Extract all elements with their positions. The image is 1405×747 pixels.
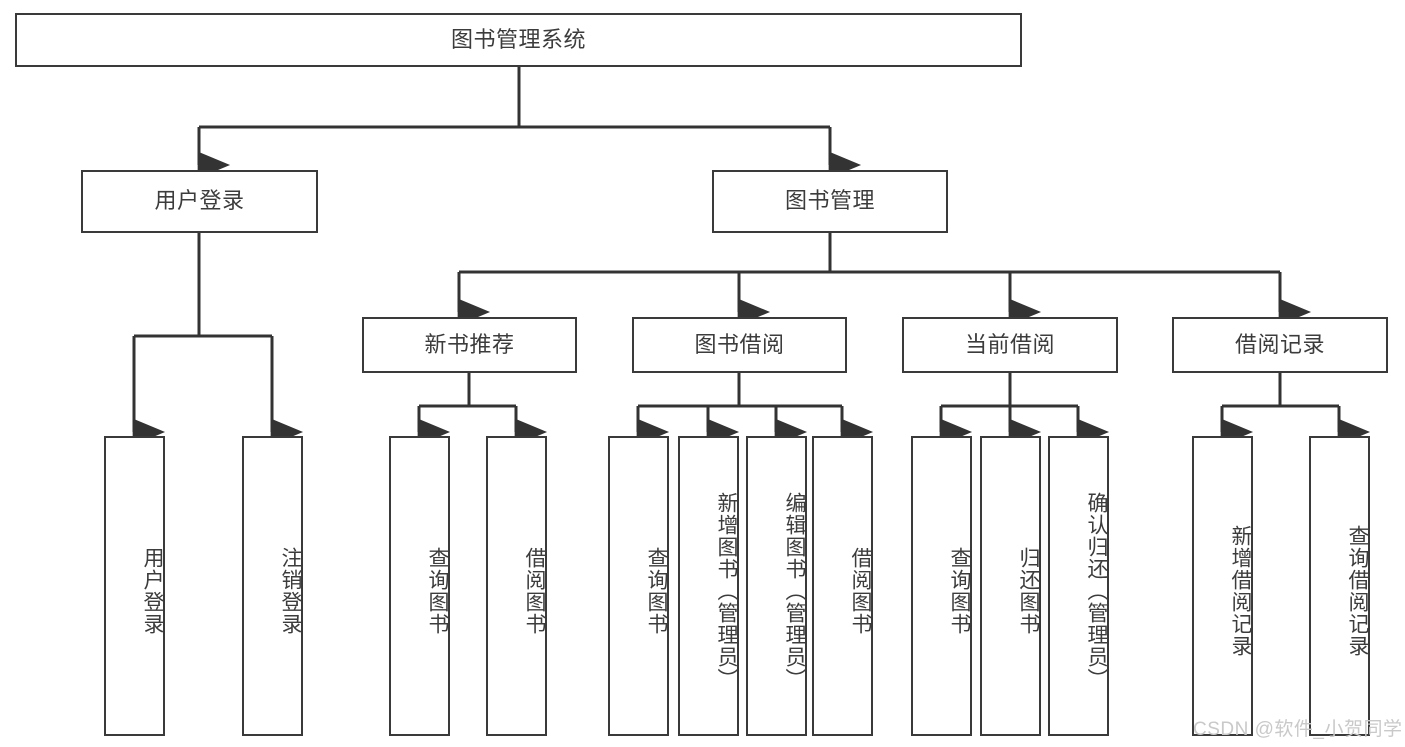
node-label: 当前借阅 xyxy=(964,331,1055,357)
node-label: 图书借阅 xyxy=(694,331,785,357)
leaf-borrow-borrow-book[interactable]: 借阅图书 xyxy=(812,436,873,736)
node-label: 查询图书 xyxy=(645,547,668,635)
node-label: 归还图书 xyxy=(1017,547,1040,635)
node-label: 借阅图书 xyxy=(849,547,872,635)
node-label: 查询借阅记录 xyxy=(1346,525,1369,657)
leaf-borrow-query-book[interactable]: 查询图书 xyxy=(608,436,669,736)
node-label: 新增借阅记录 xyxy=(1229,525,1252,657)
leaf-user-login-signout[interactable]: 注销登录 xyxy=(242,436,303,736)
leaf-current-confirm-return-admin[interactable]: 确认归还（管理员） xyxy=(1048,436,1109,736)
leaf-current-return-book[interactable]: 归还图书 xyxy=(980,436,1041,736)
node-new-book-recommend[interactable]: 新书推荐 xyxy=(362,317,577,373)
leaf-newbook-borrow-book[interactable]: 借阅图书 xyxy=(486,436,547,736)
csdn-watermark: CSDN @软件_小贺同学 xyxy=(1193,719,1403,740)
node-root-book-management-system[interactable]: 图书管理系统 xyxy=(15,13,1022,67)
node-label: 用户登录 xyxy=(154,188,245,214)
node-label: 新书推荐 xyxy=(424,331,515,357)
node-label: 借阅记录 xyxy=(1234,331,1325,357)
node-label: 查询图书 xyxy=(426,547,449,635)
node-label: 借阅图书 xyxy=(523,547,546,635)
node-label: 注销登录 xyxy=(279,547,302,635)
node-label: 用户登录 xyxy=(141,547,164,635)
leaf-user-login-signin[interactable]: 用户登录 xyxy=(104,436,165,736)
node-label: 图书管理系统 xyxy=(450,26,586,52)
node-label: 确认归还（管理员） xyxy=(1085,492,1108,690)
node-label: 编辑图书（管理员） xyxy=(783,492,806,690)
node-label: 查询图书 xyxy=(948,547,971,635)
node-label: 图书管理 xyxy=(784,188,875,214)
node-book-management[interactable]: 图书管理 xyxy=(712,170,948,233)
node-label: 新增图书（管理员） xyxy=(715,492,738,690)
leaf-newbook-query-book[interactable]: 查询图书 xyxy=(389,436,450,736)
node-current-borrow[interactable]: 当前借阅 xyxy=(902,317,1118,373)
leaf-current-query-book[interactable]: 查询图书 xyxy=(911,436,972,736)
node-borrow-record[interactable]: 借阅记录 xyxy=(1172,317,1388,373)
leaf-borrow-add-book-admin[interactable]: 新增图书（管理员） xyxy=(678,436,739,736)
node-book-borrow[interactable]: 图书借阅 xyxy=(632,317,847,373)
node-user-login[interactable]: 用户登录 xyxy=(81,170,318,233)
leaf-record-query-record[interactable]: 查询借阅记录 xyxy=(1309,436,1370,736)
leaf-record-add-record[interactable]: 新增借阅记录 xyxy=(1192,436,1253,736)
leaf-borrow-edit-book-admin[interactable]: 编辑图书（管理员） xyxy=(746,436,807,736)
